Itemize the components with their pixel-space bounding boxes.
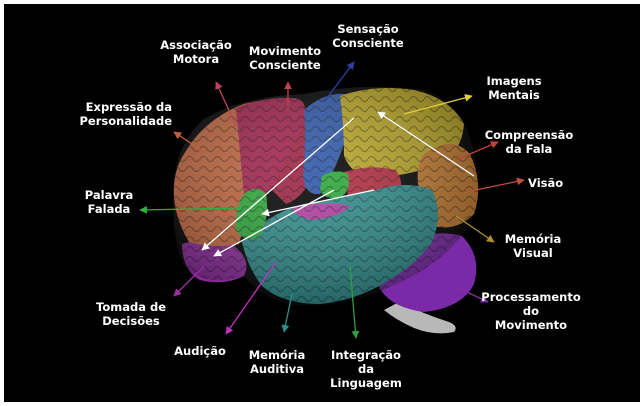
- label-integracao-linguagem: Integração da Linguagem: [330, 348, 402, 390]
- arrow-icon: [173, 131, 205, 153]
- arrow-icon: [201, 117, 355, 251]
- arrow-icon: [453, 285, 489, 303]
- arrow-icon: [173, 265, 205, 297]
- label-audicao: Audição: [174, 344, 226, 358]
- label-expressao-personalidade: Expressão da Personalidade: [79, 100, 173, 128]
- arrow-icon: [403, 94, 473, 115]
- arrow-icon: [281, 293, 293, 333]
- arrow-icon: [215, 81, 237, 127]
- label-compreensao-fala: Compreensão da Fala: [484, 128, 574, 156]
- label-memoria-visual: Memória Visual: [504, 232, 562, 260]
- arrow-icon: [465, 177, 525, 193]
- arrow-icon: [261, 189, 375, 217]
- label-associacao-motora: Associação Motora: [160, 38, 232, 66]
- arrow-icon: [225, 261, 277, 335]
- label-palavra-falada: Palavra Falada: [84, 188, 134, 216]
- label-visao: Visão: [528, 176, 564, 190]
- arrow-icon: [377, 111, 475, 177]
- arrow-icon: [455, 141, 499, 161]
- brain-illustration: [139, 61, 525, 339]
- brainstem: [384, 302, 456, 334]
- arrow-icon: [139, 205, 243, 214]
- label-imagens-mentais: Imagens Mentais: [486, 74, 542, 102]
- arrow-icon: [323, 61, 355, 103]
- label-movimento-consciente: Movimento Consciente: [248, 44, 322, 72]
- label-processamento-movimento: Processamento do Movimento: [481, 290, 581, 332]
- arrow-icon: [349, 265, 360, 339]
- label-sensacao-consciente: Sensação Consciente: [332, 22, 404, 50]
- brain-diagram-panel: Sensação Consciente Associação Motora Mo…: [4, 4, 640, 402]
- label-tomada-decisoes: Tomada de Decisões: [96, 300, 166, 328]
- arrow-icon: [213, 189, 335, 257]
- arrow-icon: [455, 215, 495, 243]
- cortex-shading: [173, 86, 479, 306]
- label-memoria-auditiva: Memória Auditiva: [248, 348, 306, 376]
